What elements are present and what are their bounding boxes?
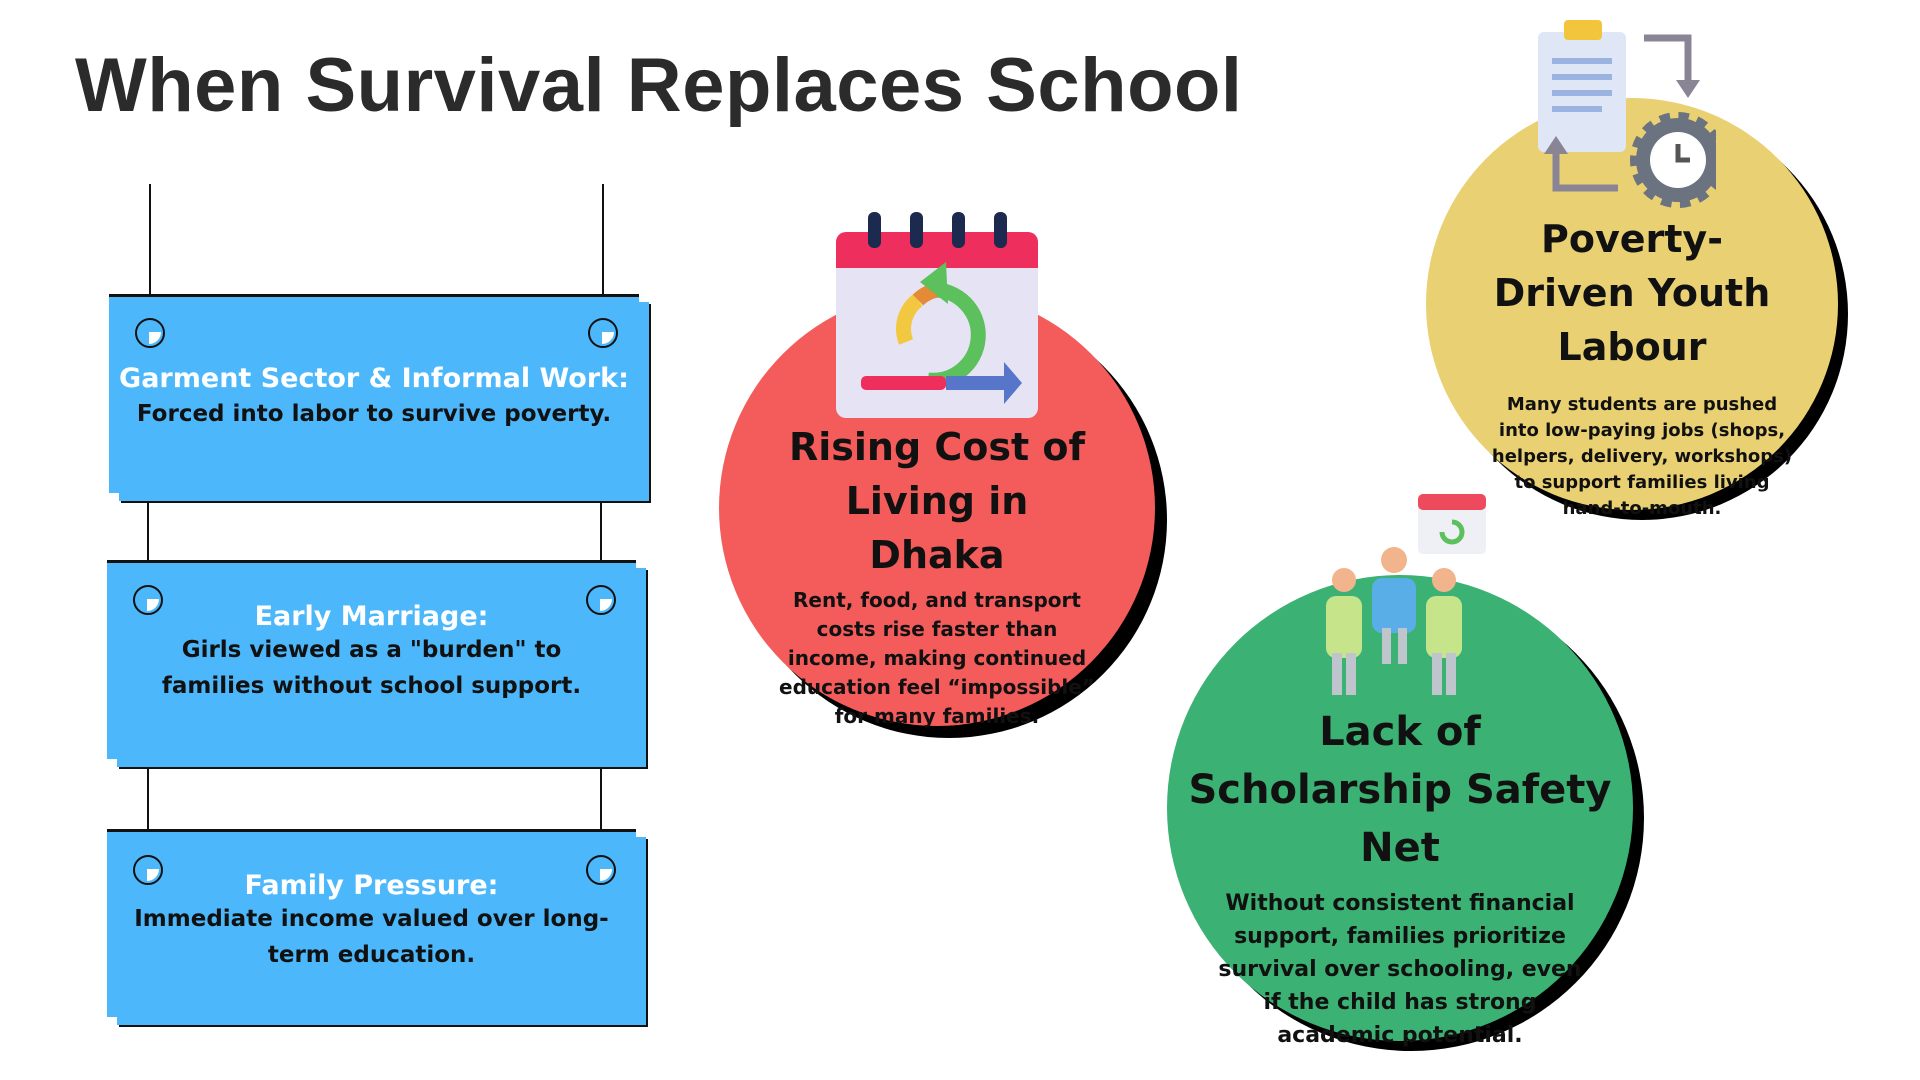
pin-icon (135, 318, 165, 348)
card-heading: Early Marriage: (254, 601, 489, 632)
circle-title: Poverty-Driven Youth Labour (1493, 217, 1771, 369)
pin-icon (588, 318, 618, 348)
card-garment-sector: Garment Sector & Informal Work: Forced i… (109, 294, 639, 493)
card-body: Girls viewed as a "burden" to families w… (161, 637, 582, 699)
card-body: Immediate income valued over long-term e… (134, 906, 609, 968)
circle-text: Many students are pushed into low-paying… (1491, 394, 1793, 519)
card-body: Forced into labor to survive poverty. (136, 401, 612, 427)
hanging-string (147, 756, 149, 870)
pin-icon (586, 585, 616, 615)
card-family-pressure: Family Pressure: Immediate income valued… (107, 829, 636, 1017)
card-early-marriage: Early Marriage: Girls viewed as a "burde… (107, 560, 636, 759)
pin-icon (586, 855, 616, 885)
hanging-string (147, 490, 149, 600)
hanging-string (600, 756, 602, 870)
circle-text: Rent, food, and transport costs rise fas… (779, 588, 1095, 728)
card-heading: Family Pressure: (244, 870, 499, 901)
hanging-string (600, 490, 602, 600)
calendar-cycle-icon (836, 212, 1038, 418)
circle-title: Rising Cost of Living in Dhaka (788, 425, 1086, 577)
circle-youth-labour: Poverty-Driven Youth Labour Many student… (1426, 98, 1838, 519)
clipboard-gear-clock-icon (1538, 20, 1716, 208)
hanging-string (149, 184, 151, 334)
pin-icon (133, 585, 163, 615)
circle-scholarship: Lack of Scholarship Safety Net Without c… (1167, 575, 1633, 1048)
hanging-string (602, 184, 604, 334)
family-calendar-icon (1326, 494, 1486, 695)
card-heading: Garment Sector & Informal Work: (119, 363, 629, 394)
page-title: When Survival Replaces School (75, 43, 1243, 128)
circle-text: Without consistent financial support, fa… (1218, 891, 1582, 1048)
circle-title: Lack of Scholarship Safety Net (1188, 709, 1612, 871)
pin-icon (133, 855, 163, 885)
